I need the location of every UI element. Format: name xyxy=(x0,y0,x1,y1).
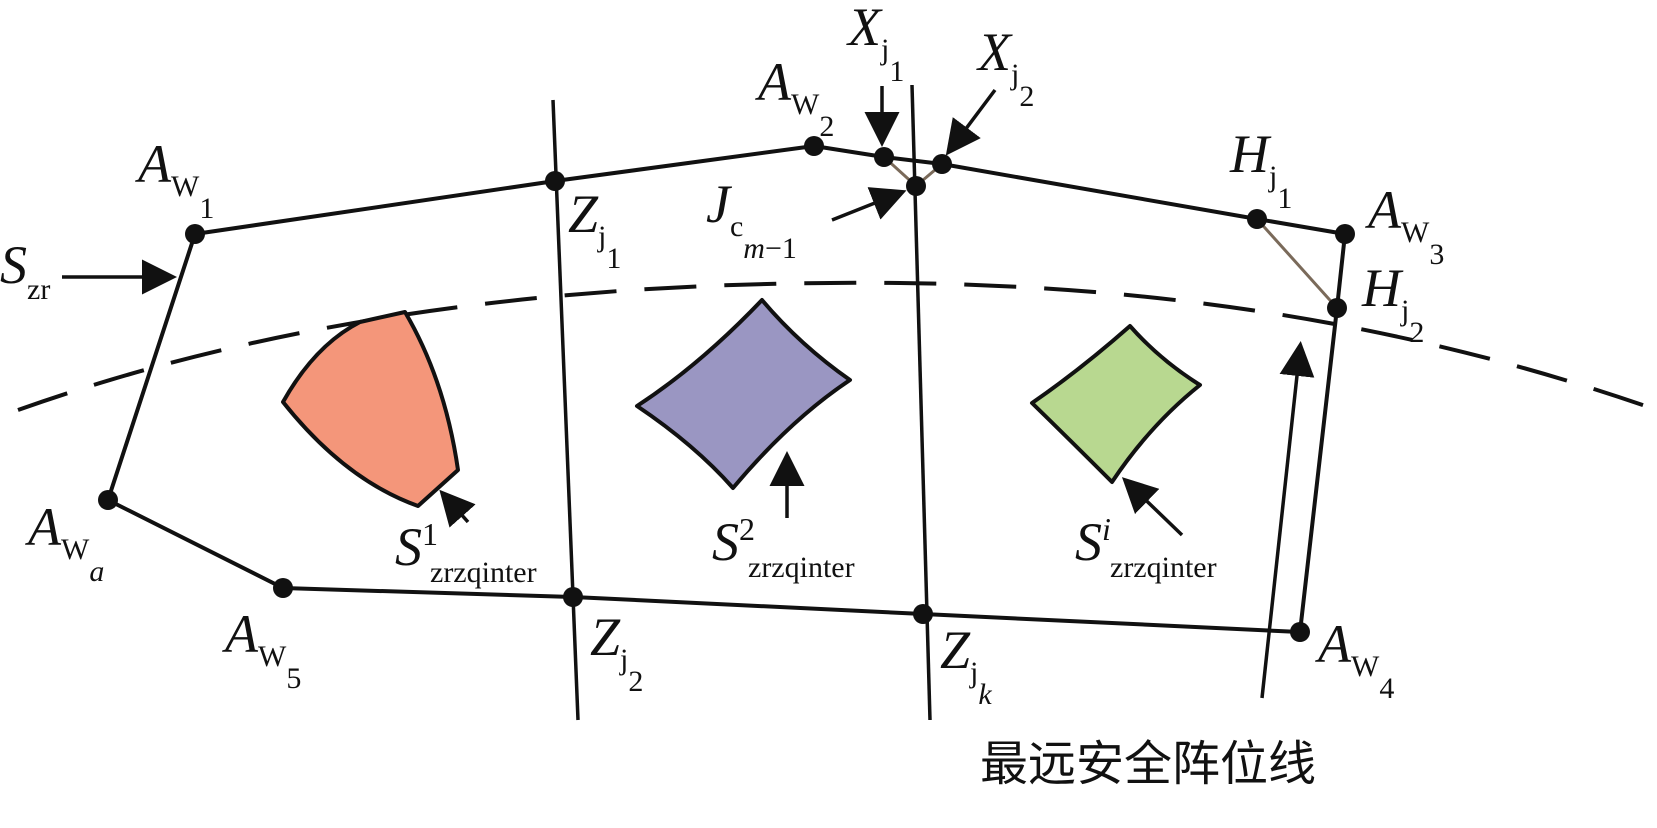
point-aw1 xyxy=(185,224,205,244)
point-zj2 xyxy=(563,587,583,607)
point-hj1 xyxy=(1247,209,1267,229)
label-awa: AWa xyxy=(25,497,104,588)
label-zj2: Zj2 xyxy=(590,607,643,698)
arrow-jcm1 xyxy=(831,187,907,222)
arrow-xj2 xyxy=(945,88,997,156)
label-s2-sub: zrzqinter xyxy=(748,551,855,584)
point-awa xyxy=(98,490,118,510)
point-xj2 xyxy=(932,154,952,174)
point-aw5 xyxy=(273,578,293,598)
farthest-safe-line xyxy=(17,280,1657,412)
label-farthest-safe-line: 最远安全阵位线 xyxy=(980,736,1316,792)
point-zj1 xyxy=(545,171,565,191)
label-aw5: AW5 xyxy=(222,604,301,695)
label-zj1: Zj1 xyxy=(568,184,621,275)
point-aw2 xyxy=(804,136,824,156)
sub-region-1 xyxy=(281,310,460,508)
arrow-s1 xyxy=(439,489,476,528)
point-aw4 xyxy=(1290,622,1310,642)
point-aw3 xyxy=(1335,224,1355,244)
label-hj1: Hj1 xyxy=(1229,124,1292,215)
point-zjk xyxy=(913,604,933,624)
label-aw4: AW4 xyxy=(1315,614,1394,705)
label-aw3: AW3 xyxy=(1365,180,1444,271)
arrow-safe-line xyxy=(1260,341,1315,699)
label-s1: S1 xyxy=(395,516,438,577)
point-jcm1 xyxy=(906,176,926,196)
label-s2: S2 xyxy=(712,511,755,572)
label-hj2: Hj2 xyxy=(1361,258,1424,349)
label-jcm1: Jcm−1 xyxy=(706,174,797,265)
sub-region-3 xyxy=(1030,324,1202,484)
arrow-si xyxy=(1121,477,1184,537)
cut-line-left xyxy=(551,99,580,721)
label-si-sub: zrzqinter xyxy=(1110,551,1217,584)
label-aw2: AW2 xyxy=(755,52,834,143)
label-xj2: Xj2 xyxy=(976,22,1034,113)
label-szr: Szr xyxy=(0,235,50,306)
label-xj1: Xj1 xyxy=(846,0,904,88)
point-hj2 xyxy=(1327,298,1347,318)
hj1-hj2-connector xyxy=(1255,217,1339,310)
label-s1-sub: zrzqinter xyxy=(430,556,537,589)
label-zjk: Zjk xyxy=(940,620,992,711)
point-xj1 xyxy=(874,147,894,167)
region-boundary xyxy=(106,144,1347,634)
label-si: Si xyxy=(1075,511,1111,572)
sub-region-2 xyxy=(635,298,852,490)
label-aw1: AW1 xyxy=(135,134,214,225)
points xyxy=(98,136,1355,642)
